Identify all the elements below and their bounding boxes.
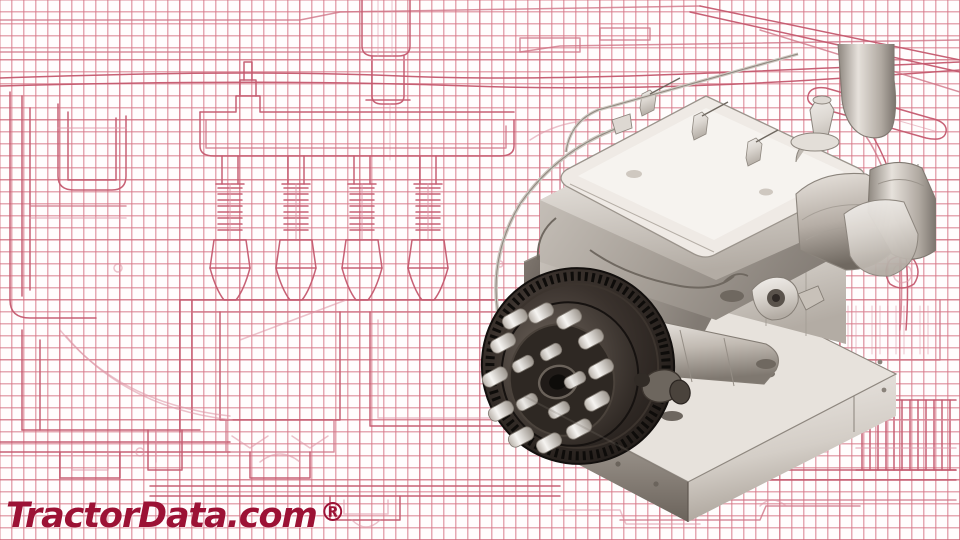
tractor-engine-photograph	[466, 44, 936, 540]
exhaust-manifold	[795, 44, 936, 277]
governor-carburetor	[720, 273, 825, 321]
registered-trademark-icon: ®	[319, 498, 346, 528]
tractordata-watermark: TractorData.com ®	[6, 499, 346, 534]
watermark-text: TractorData.com	[6, 496, 318, 536]
flywheel-clutch	[480, 267, 691, 465]
tubing	[536, 217, 735, 289]
spark-plugs	[564, 52, 799, 167]
oil-breather	[790, 95, 919, 230]
valve-cover	[540, 95, 886, 320]
